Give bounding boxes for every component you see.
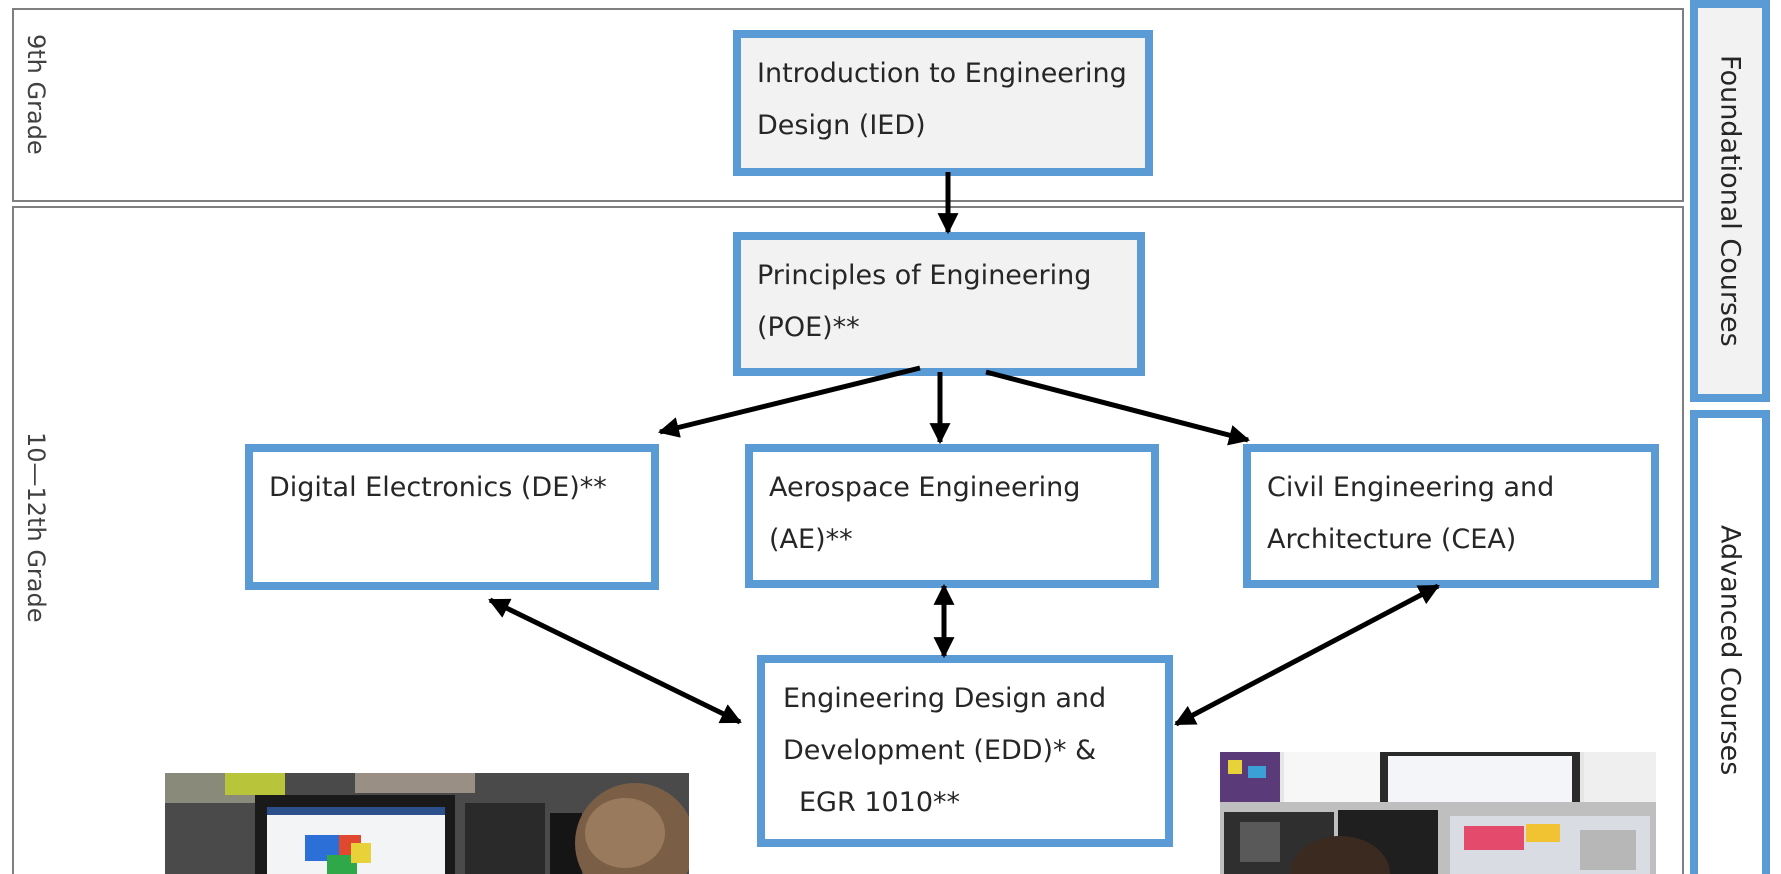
course-poe: Principles of Engineering (POE)** bbox=[733, 232, 1145, 376]
course-poe-line1: Principles of Engineering bbox=[757, 260, 1092, 291]
student-cad-photo-right-image bbox=[1220, 752, 1656, 874]
course-ied-line1: Introduction to Engineering bbox=[757, 58, 1127, 89]
course-edd-line2: Development (EDD)* & bbox=[783, 735, 1097, 766]
course-cea-line2: Architecture (CEA) bbox=[1267, 524, 1517, 555]
student-cad-photo-left-image bbox=[165, 773, 689, 874]
upper-grade-label: 10—12th Grade bbox=[22, 432, 50, 623]
course-cea: Civil Engineering and Architecture (CEA) bbox=[1243, 444, 1659, 588]
foundational-courses-tab: Foundational Courses bbox=[1690, 0, 1770, 402]
course-edd-line3: EGR 1010** bbox=[799, 787, 961, 818]
ninth-grade-label: 9th Grade bbox=[22, 34, 50, 155]
course-edd: Engineering Design and Development (EDD)… bbox=[757, 655, 1173, 847]
course-poe-line2: (POE)** bbox=[757, 312, 860, 343]
course-ae-line1: Aerospace Engineering bbox=[769, 472, 1081, 503]
course-ied-line2: Design (IED) bbox=[757, 110, 926, 141]
course-edd-line1: Engineering Design and bbox=[783, 683, 1107, 714]
course-de-line1: Digital Electronics (DE)** bbox=[269, 472, 607, 503]
course-cea-line1: Civil Engineering and bbox=[1267, 472, 1555, 503]
student-cad-photo-left bbox=[165, 773, 689, 874]
course-ied: Introduction to Engineering Design (IED) bbox=[733, 30, 1153, 176]
advanced-courses-tab: Advanced Courses bbox=[1690, 410, 1770, 874]
foundational-courses-label: Foundational Courses bbox=[1714, 55, 1746, 347]
student-cad-photo-right bbox=[1220, 752, 1656, 874]
course-ae: Aerospace Engineering (AE)** bbox=[745, 444, 1159, 588]
course-de: Digital Electronics (DE)** bbox=[245, 444, 659, 590]
advanced-courses-label: Advanced Courses bbox=[1714, 524, 1746, 776]
course-ae-line2: (AE)** bbox=[769, 524, 853, 555]
